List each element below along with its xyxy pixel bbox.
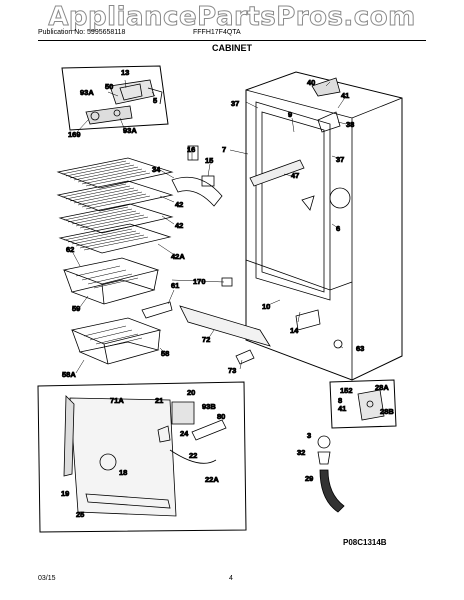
callout-47: 47 (291, 171, 299, 180)
callout-152: 152 (340, 386, 353, 395)
cabinet-body (245, 71, 403, 381)
callout-42: 42 (175, 221, 183, 230)
leader-lines (71, 79, 347, 374)
callout-28A: 28A (375, 383, 389, 392)
callout-24: 24 (180, 429, 189, 438)
callout-37: 37 (231, 99, 239, 108)
callout-6: 6 (336, 224, 340, 233)
callout-22: 22 (189, 451, 197, 460)
hinge-inset (329, 379, 397, 429)
callout-32: 32 (297, 448, 305, 457)
model-number: FFFH17F4QTA (193, 29, 241, 36)
callout-labels: 13 50 93A 5 169 93A 40 41 37 9 38 7 37 1… (61, 68, 395, 520)
callout-170: 170 (193, 277, 206, 286)
callout-59: 59 (72, 304, 80, 313)
control-detail-inset (61, 65, 169, 131)
callout-41: 41 (341, 91, 349, 100)
wire-shelves (56, 157, 174, 254)
callout-29: 29 (305, 474, 313, 483)
callout-40: 40 (307, 78, 315, 87)
callout-16: 16 (187, 145, 195, 154)
callout-63: 63 (356, 344, 364, 353)
header-rule (38, 40, 426, 41)
callout-72: 72 (202, 335, 210, 344)
callout-25: 25 (76, 510, 84, 519)
callout-21: 21 (155, 396, 163, 405)
callout-20: 20 (187, 388, 195, 397)
callout-3: 3 (307, 431, 311, 440)
freezer-baskets (62, 257, 173, 365)
callout-73: 73 (228, 366, 236, 375)
callout-62: 62 (66, 245, 74, 254)
callout-38: 38 (346, 120, 354, 129)
callout-9: 9 (288, 110, 292, 119)
callout-18: 18 (119, 468, 127, 477)
callout-37: 37 (336, 155, 344, 164)
callout-22A: 22A (205, 475, 219, 484)
drain-hose (317, 435, 345, 513)
callout-15: 15 (205, 156, 213, 165)
footer-date: 03/15 (38, 575, 56, 582)
callout-80: 80 (217, 412, 225, 421)
diagram-code: P08C1314B (343, 538, 387, 547)
callout-42A: 42A (171, 252, 185, 261)
callout-28B: 28B (380, 407, 394, 416)
callout-169: 169 (68, 130, 81, 139)
callout-42: 42 (175, 200, 183, 209)
callout-41: 41 (338, 404, 346, 413)
callout-50: 50 (105, 82, 113, 91)
callout-61: 61 (171, 281, 179, 290)
callout-5: 5 (153, 96, 157, 105)
callout-7: 7 (222, 145, 226, 154)
callout-93A: 93A (123, 126, 137, 135)
watermark-logo: AppliancePartsPros.com (48, 2, 416, 33)
page-number: 4 (229, 575, 233, 582)
callout-93B: 93B (202, 402, 216, 411)
section-title: CABINET (212, 43, 252, 53)
callout-93A: 93A (80, 88, 94, 97)
callout-19: 19 (61, 489, 69, 498)
callout-14: 14 (290, 326, 299, 335)
publication-number: Publication No: 5995658118 (38, 29, 126, 36)
callout-8: 8 (338, 396, 342, 405)
callout-10: 10 (262, 302, 270, 311)
callout-13: 13 (121, 68, 129, 77)
callout-34: 34 (152, 165, 161, 174)
callout-58: 58 (161, 349, 169, 358)
callout-71A: 71A (110, 396, 124, 405)
rear-panel-inset (37, 381, 247, 533)
callout-58A: 58A (62, 370, 76, 379)
